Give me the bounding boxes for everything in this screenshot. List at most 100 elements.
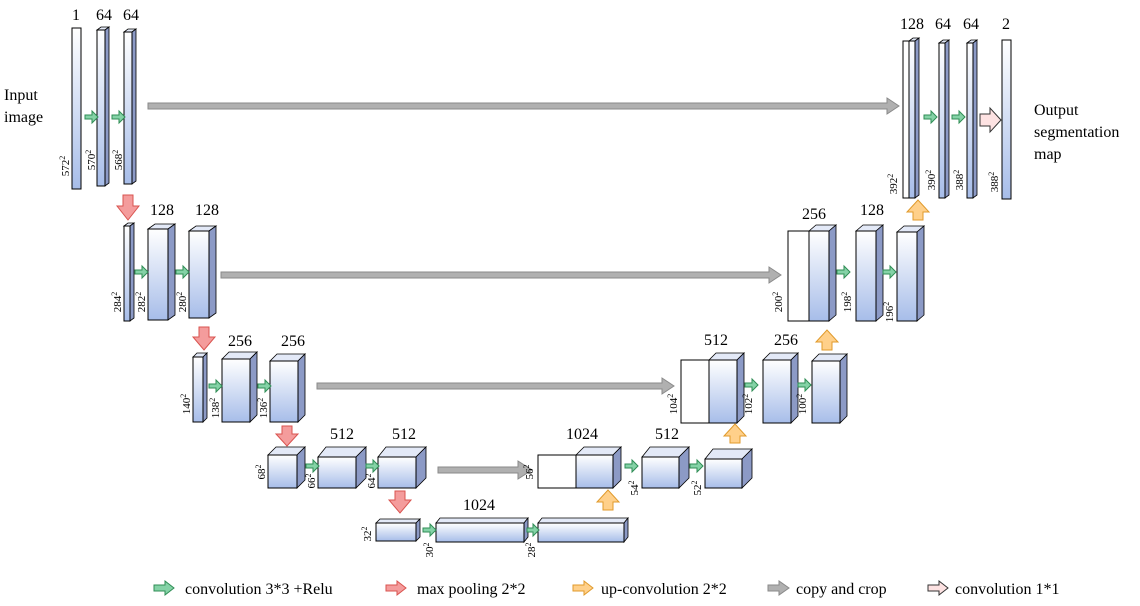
block-l4-pooled	[267, 446, 306, 489]
copy-crop-arrow-level4	[437, 460, 533, 480]
block-r4-upconv	[575, 446, 622, 489]
dim-label: 2002	[771, 292, 785, 313]
dim-label: 5682	[111, 150, 125, 171]
max-pool-arrow	[274, 425, 300, 447]
up-conv-arrow	[814, 329, 840, 351]
dim-label: 1022	[741, 394, 755, 415]
conv-arrow	[882, 264, 897, 280]
dim-label: 1962	[882, 302, 896, 323]
block-r4-conv2	[704, 448, 753, 489]
dim-label: 1002	[795, 394, 809, 415]
channel-label: 512	[330, 426, 354, 443]
block-l5-pooled	[375, 518, 421, 542]
block-r4-conv1	[641, 446, 690, 489]
dim-label: 542	[627, 481, 641, 496]
legend-pool-label: max pooling 2*2	[417, 581, 525, 598]
legend-up-label: up-convolution 2*2	[601, 581, 727, 598]
block-l3-pooled	[192, 352, 208, 423]
up-conv-arrow	[722, 423, 748, 444]
max-pool-arrow	[115, 194, 141, 221]
up-arrow-icon	[572, 579, 594, 597]
block-r1-upconv	[907, 37, 921, 199]
legend: convolution 3*3 +Relu max pooling 2*2 up…	[153, 579, 1059, 598]
dim-label: 302	[422, 543, 436, 558]
block-r3-conv2	[811, 353, 848, 424]
conv-arrow	[111, 109, 126, 125]
block-r3-upconv	[708, 352, 745, 424]
channel-label: 64	[123, 7, 139, 24]
pool-arrow-icon	[385, 579, 407, 597]
dim-label: 2802	[175, 292, 189, 313]
channel-label: 64	[935, 16, 951, 33]
block-l4-conv2	[377, 446, 427, 489]
conv-arrow	[797, 377, 812, 393]
input-label-line1: Input	[4, 87, 38, 104]
block-r1-copied	[902, 40, 910, 199]
dim-label: 3902	[924, 170, 938, 191]
copy-arrow-icon	[767, 580, 790, 596]
conv-arrow	[923, 109, 938, 125]
conv-arrow	[836, 264, 851, 280]
up-conv-arrow	[905, 199, 931, 221]
block-l2-conv1	[146, 223, 177, 321]
block-l5-conv2	[537, 516, 629, 544]
block-r4-copied	[537, 454, 577, 489]
output-label-line2: segmentation	[1034, 124, 1119, 141]
dim-label: 1982	[840, 292, 854, 313]
block-r1-conv2	[965, 39, 979, 199]
conv-arrow	[526, 522, 540, 538]
input-label-line2: image	[4, 109, 43, 126]
legend-copy-label: copy and crop	[796, 581, 887, 598]
conv-arrow	[951, 109, 966, 125]
conv-arrow	[175, 264, 190, 280]
block-l3-conv1	[221, 351, 258, 423]
dim-label: 2822	[134, 292, 148, 313]
channel-label: 128	[195, 202, 219, 219]
channel-label: 256	[228, 333, 252, 350]
channel-label: 128	[900, 16, 924, 33]
conv-arrow	[257, 378, 272, 394]
channel-label: 2	[1002, 16, 1010, 33]
channel-label: 64	[963, 16, 979, 33]
legend-conv-label: convolution 3*3 +Relu	[185, 581, 333, 598]
dim-label: 642	[364, 474, 378, 489]
dim-label: 322	[360, 527, 374, 542]
channel-label: 128	[860, 202, 884, 219]
channel-label: 256	[774, 332, 798, 349]
legend-item-pool: max pooling 2*2	[385, 579, 525, 598]
dim-label: 3882	[952, 170, 966, 191]
max-pool-arrow	[387, 490, 413, 514]
legend-item-up: up-convolution 2*2	[572, 579, 727, 598]
block-l1-conv1	[95, 26, 111, 187]
conv-arrow	[689, 458, 704, 474]
block-r1-output	[1001, 39, 1012, 200]
conv-arrow-icon	[153, 579, 175, 597]
block-r2-conv2	[895, 225, 926, 322]
block-l1-input	[71, 27, 82, 190]
output-label-line3: map	[1034, 146, 1062, 163]
block-r2-copied	[787, 230, 810, 322]
block-l4-conv1	[317, 446, 367, 489]
dim-label: 1382	[208, 398, 222, 419]
dim-label: 5722	[58, 156, 72, 177]
conv-arrow	[422, 522, 437, 538]
block-l5-conv1	[435, 516, 529, 544]
channel-label: 1024	[463, 497, 495, 514]
block-r3-copied	[680, 359, 710, 424]
dim-label: 1042	[666, 394, 680, 415]
dim-label: 282	[524, 543, 538, 558]
conv-1x1-arrow	[979, 106, 1002, 134]
block-l2-conv2	[187, 225, 218, 319]
block-l1-conv2	[122, 28, 138, 185]
block-r2-upconv	[807, 224, 838, 322]
legend-item-conv1: convolution 1*1	[927, 579, 1059, 598]
dim-label: 5702	[84, 150, 98, 171]
block-r1-conv1	[937, 39, 951, 199]
block-r3-conv1	[762, 352, 799, 424]
channel-label: 1	[72, 7, 80, 24]
channel-label: 512	[704, 332, 728, 349]
conv-arrow	[365, 458, 380, 474]
block-r2-conv1	[854, 224, 885, 322]
conv-arrow	[84, 109, 99, 125]
channel-label: 1024	[566, 426, 598, 443]
